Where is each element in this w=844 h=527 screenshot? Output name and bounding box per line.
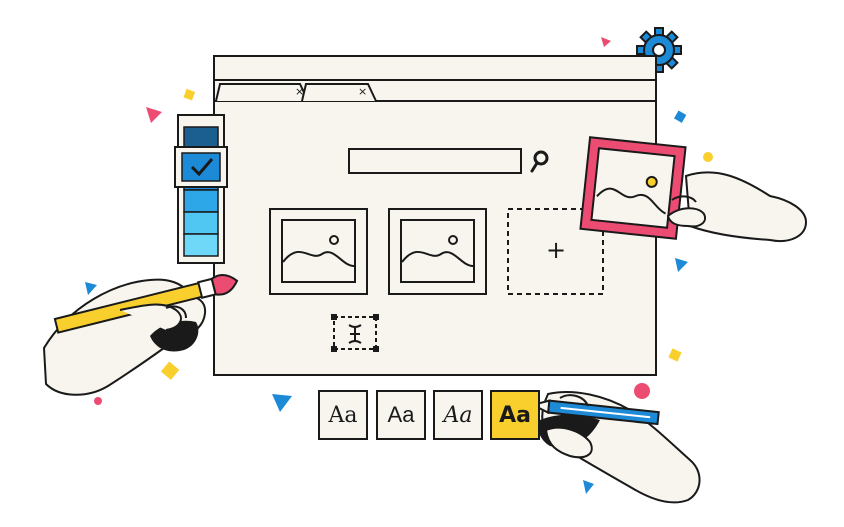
color-swatch-slider[interactable] bbox=[174, 114, 228, 264]
font-option-script[interactable]: Aa bbox=[433, 390, 483, 440]
confetti-yellow-square bbox=[160, 361, 180, 380]
confetti-blue-triangle bbox=[675, 258, 688, 272]
right-hand-with-picture bbox=[579, 136, 808, 242]
image-card[interactable] bbox=[388, 208, 487, 295]
image-card[interactable] bbox=[269, 208, 368, 295]
checkmark-icon bbox=[190, 158, 214, 177]
confetti-blue-square bbox=[674, 110, 687, 123]
left-hand-with-paintbrush bbox=[42, 274, 239, 396]
image-icon bbox=[400, 219, 475, 283]
confetti-pink-dot bbox=[94, 397, 102, 405]
font-option-bold-selected[interactable]: Aa bbox=[490, 390, 540, 440]
image-icon bbox=[281, 219, 356, 283]
tab-close-icon[interactable]: × bbox=[295, 85, 304, 98]
confetti-blue-triangle bbox=[272, 394, 292, 412]
confetti bbox=[85, 37, 713, 494]
font-option-serif[interactable]: Aa bbox=[318, 390, 368, 440]
browser-tab[interactable]: × bbox=[215, 83, 309, 102]
confetti-yellow-square bbox=[183, 88, 196, 101]
right-hand-with-pen bbox=[529, 391, 701, 504]
tab-close-icon[interactable]: × bbox=[358, 85, 367, 98]
confetti-blue-triangle bbox=[85, 282, 97, 295]
image-icon bbox=[596, 175, 667, 215]
confetti-yellow-square bbox=[668, 348, 682, 362]
pen-icon bbox=[529, 399, 660, 426]
selected-swatch[interactable] bbox=[174, 146, 228, 188]
confetti-pink-dot bbox=[634, 383, 650, 399]
plus-icon: + bbox=[546, 236, 566, 264]
confetti-pink-triangle bbox=[601, 37, 611, 47]
text-cursor-icon[interactable] bbox=[331, 314, 379, 352]
search-input[interactable] bbox=[348, 148, 522, 174]
confetti-pink-triangle bbox=[146, 107, 162, 123]
picture-frame[interactable] bbox=[579, 136, 687, 240]
browser-tab[interactable]: × bbox=[301, 83, 377, 102]
search-icon[interactable] bbox=[530, 150, 549, 173]
font-option-sans[interactable]: Aa bbox=[376, 390, 426, 440]
confetti-yellow-dot bbox=[703, 152, 713, 162]
confetti-blue-triangle bbox=[583, 480, 594, 494]
